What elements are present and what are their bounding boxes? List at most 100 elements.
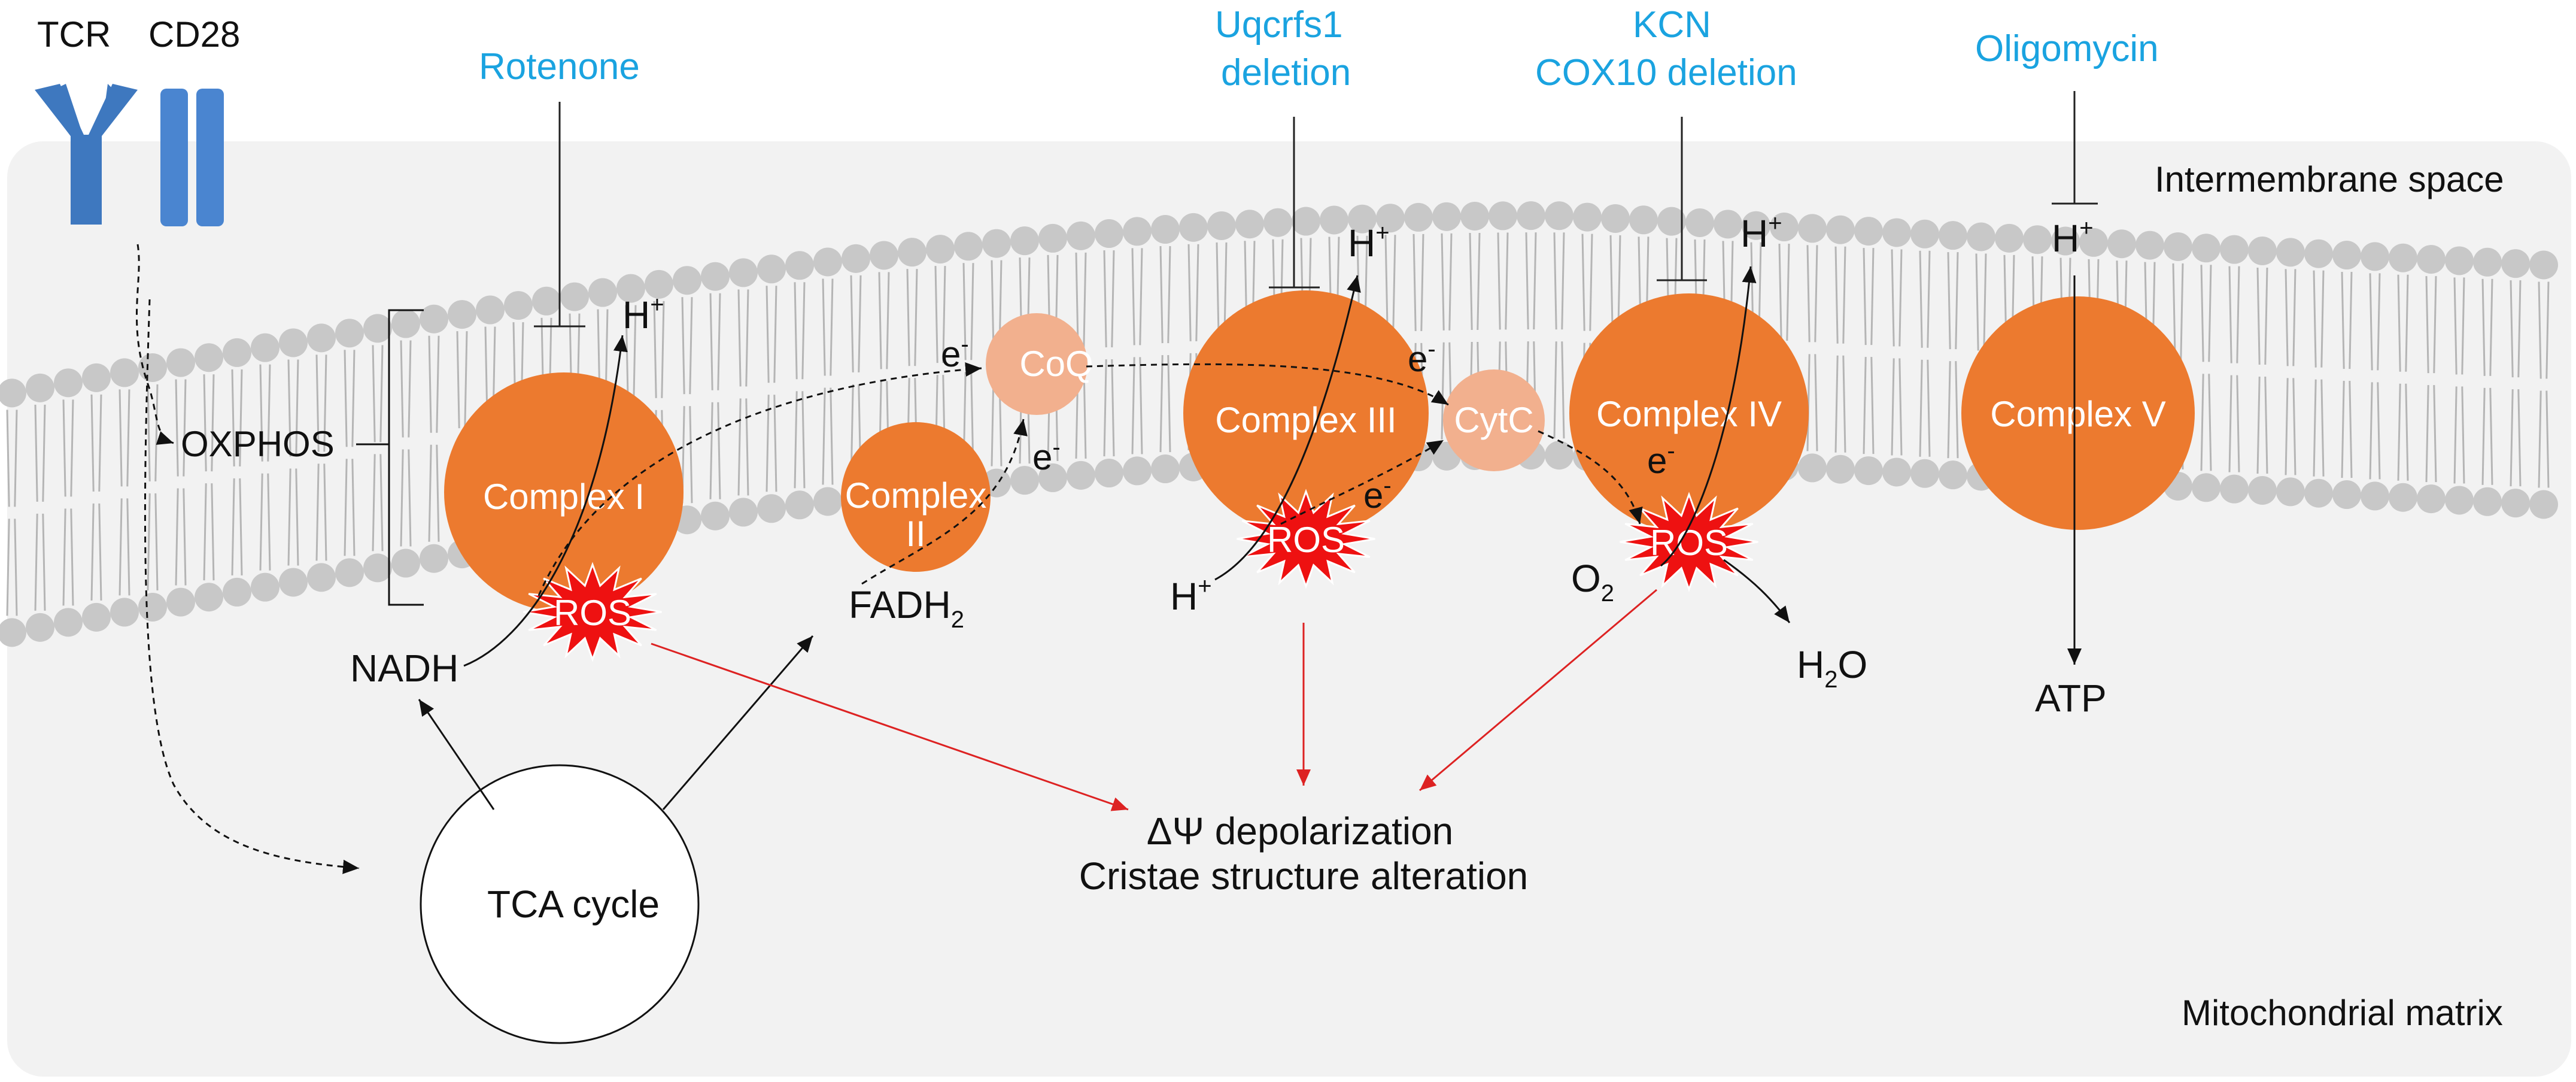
- lipid-tail: [1167, 246, 1171, 344]
- lipid-tail: [2236, 375, 2240, 472]
- lipid-head: [1854, 217, 1883, 246]
- lipid-head: [2220, 474, 2249, 504]
- lipid-head: [1123, 456, 1152, 486]
- lipid-tail: [147, 493, 151, 590]
- cd28-label: CD28: [148, 14, 240, 54]
- lipid-tail: [1195, 244, 1199, 341]
- ros-effect-arrow-complex-iv: [1419, 589, 1657, 792]
- lipid-tail: [1497, 232, 1501, 330]
- lipid-tail: [203, 374, 207, 472]
- lipid-tail: [344, 350, 348, 447]
- lipid-head: [1967, 222, 1995, 251]
- lipid-tail: [1983, 253, 1987, 351]
- lipid-head: [813, 247, 842, 277]
- lipid-tail: [42, 404, 46, 502]
- lipid-tail: [1216, 242, 1220, 340]
- lipid-tail: [2405, 383, 2409, 481]
- lipid-tail: [456, 331, 460, 429]
- lipid-head: [1292, 207, 1320, 236]
- lipid-tail: [1947, 252, 1951, 350]
- tcr-to-tca-arrow: [144, 299, 360, 874]
- lipid-head: [757, 494, 786, 523]
- lipid-tail: [34, 404, 38, 502]
- lipid-tail: [428, 335, 432, 433]
- tca-cycle-label: TCA cycle: [487, 883, 660, 926]
- lipid-tail: [906, 269, 910, 366]
- lipid-head: [195, 343, 223, 372]
- lipid-head: [645, 269, 673, 299]
- lipid-tail: [287, 468, 291, 566]
- tca-to-fadh2-arrow: [662, 635, 814, 810]
- lipid-head: [138, 592, 167, 622]
- lipid-head: [307, 563, 336, 592]
- lipid-tail: [1814, 354, 1818, 451]
- lipid-tail: [1448, 233, 1453, 331]
- lipid-tail: [2377, 273, 2381, 371]
- lipid-head: [701, 262, 730, 291]
- lipid-tail: [2256, 376, 2261, 474]
- complex-iii: [1183, 290, 1429, 536]
- lipid-head: [954, 232, 983, 261]
- lipid-tail: [295, 468, 299, 566]
- lipid-tail: [1187, 244, 1192, 341]
- lipid-tail: [717, 402, 721, 499]
- lipid-tail: [259, 364, 263, 462]
- lipid-tail: [2320, 379, 2325, 477]
- electron-flow-complex-iii-to-cytc: [1280, 439, 1444, 525]
- lipid-tail: [2461, 386, 2465, 484]
- lipid-head: [2276, 238, 2305, 267]
- lipid-head: [1038, 463, 1067, 492]
- lipid-tail: [203, 483, 207, 581]
- lipid-tail: [315, 354, 320, 452]
- lipid-tail: [14, 519, 18, 616]
- lipid-tail: [745, 398, 749, 496]
- lipid-tail: [436, 444, 440, 542]
- lipid-head: [1151, 215, 1180, 244]
- lipid-tail: [2453, 386, 2457, 484]
- electron-label-3: e-: [1408, 336, 1436, 379]
- lipid-head: [2361, 481, 2389, 511]
- lipid-tail: [2517, 280, 2522, 378]
- oligomycin-label: Oligomycin: [1975, 28, 2159, 69]
- lipid-head: [2501, 489, 2530, 518]
- lipid-tail: [1139, 248, 1143, 345]
- lipid-tail: [2538, 390, 2542, 488]
- h-plus-label-complex-iv: H+: [1740, 210, 1782, 255]
- lipid-head: [1629, 205, 1658, 235]
- lipid-head: [2529, 490, 2558, 519]
- lipid-tail: [175, 379, 179, 477]
- lipid-tail: [2510, 280, 2514, 378]
- lipid-head: [842, 244, 870, 273]
- lipid-tail: [2200, 374, 2204, 471]
- lipid-tail: [2397, 274, 2401, 372]
- lipid-head: [2445, 486, 2474, 515]
- lipid-tail: [2320, 270, 2325, 368]
- ros-label-complex-iv: ROS: [1650, 523, 1728, 563]
- lipid-head: [757, 254, 786, 284]
- tcr-to-oxphos-arrow: [136, 244, 174, 445]
- electron-label-1: e-: [941, 331, 969, 374]
- lipid-tail: [2349, 381, 2353, 478]
- lipid-tail: [681, 297, 685, 395]
- lipid-tail: [6, 519, 10, 616]
- lipid-tail: [1778, 244, 1782, 341]
- electron-label-2: e-: [1032, 434, 1061, 477]
- complex-v-label: Complex V: [1990, 394, 2165, 434]
- lipid-tail: [34, 513, 38, 611]
- intermembrane-space-label: Intermembrane space: [2155, 159, 2504, 199]
- lipid-tail: [737, 289, 742, 387]
- lipid-tail: [1533, 232, 1537, 330]
- uqcrfs1-deletion-label: deletion: [1221, 52, 1351, 93]
- lipid-head: [1657, 207, 1686, 236]
- lipid-head: [448, 300, 476, 329]
- o2-label: O2: [1571, 557, 1614, 607]
- lipid-head: [870, 241, 898, 270]
- lipid-head: [420, 304, 448, 334]
- lipid-head: [1601, 204, 1630, 233]
- lipid-tail: [2292, 269, 2296, 366]
- nadh-label: NADH: [350, 647, 458, 690]
- lipid-tail: [1919, 250, 1923, 348]
- lipid-head: [982, 229, 1011, 258]
- lipid-tail: [147, 384, 151, 481]
- lipid-head: [2107, 229, 2136, 259]
